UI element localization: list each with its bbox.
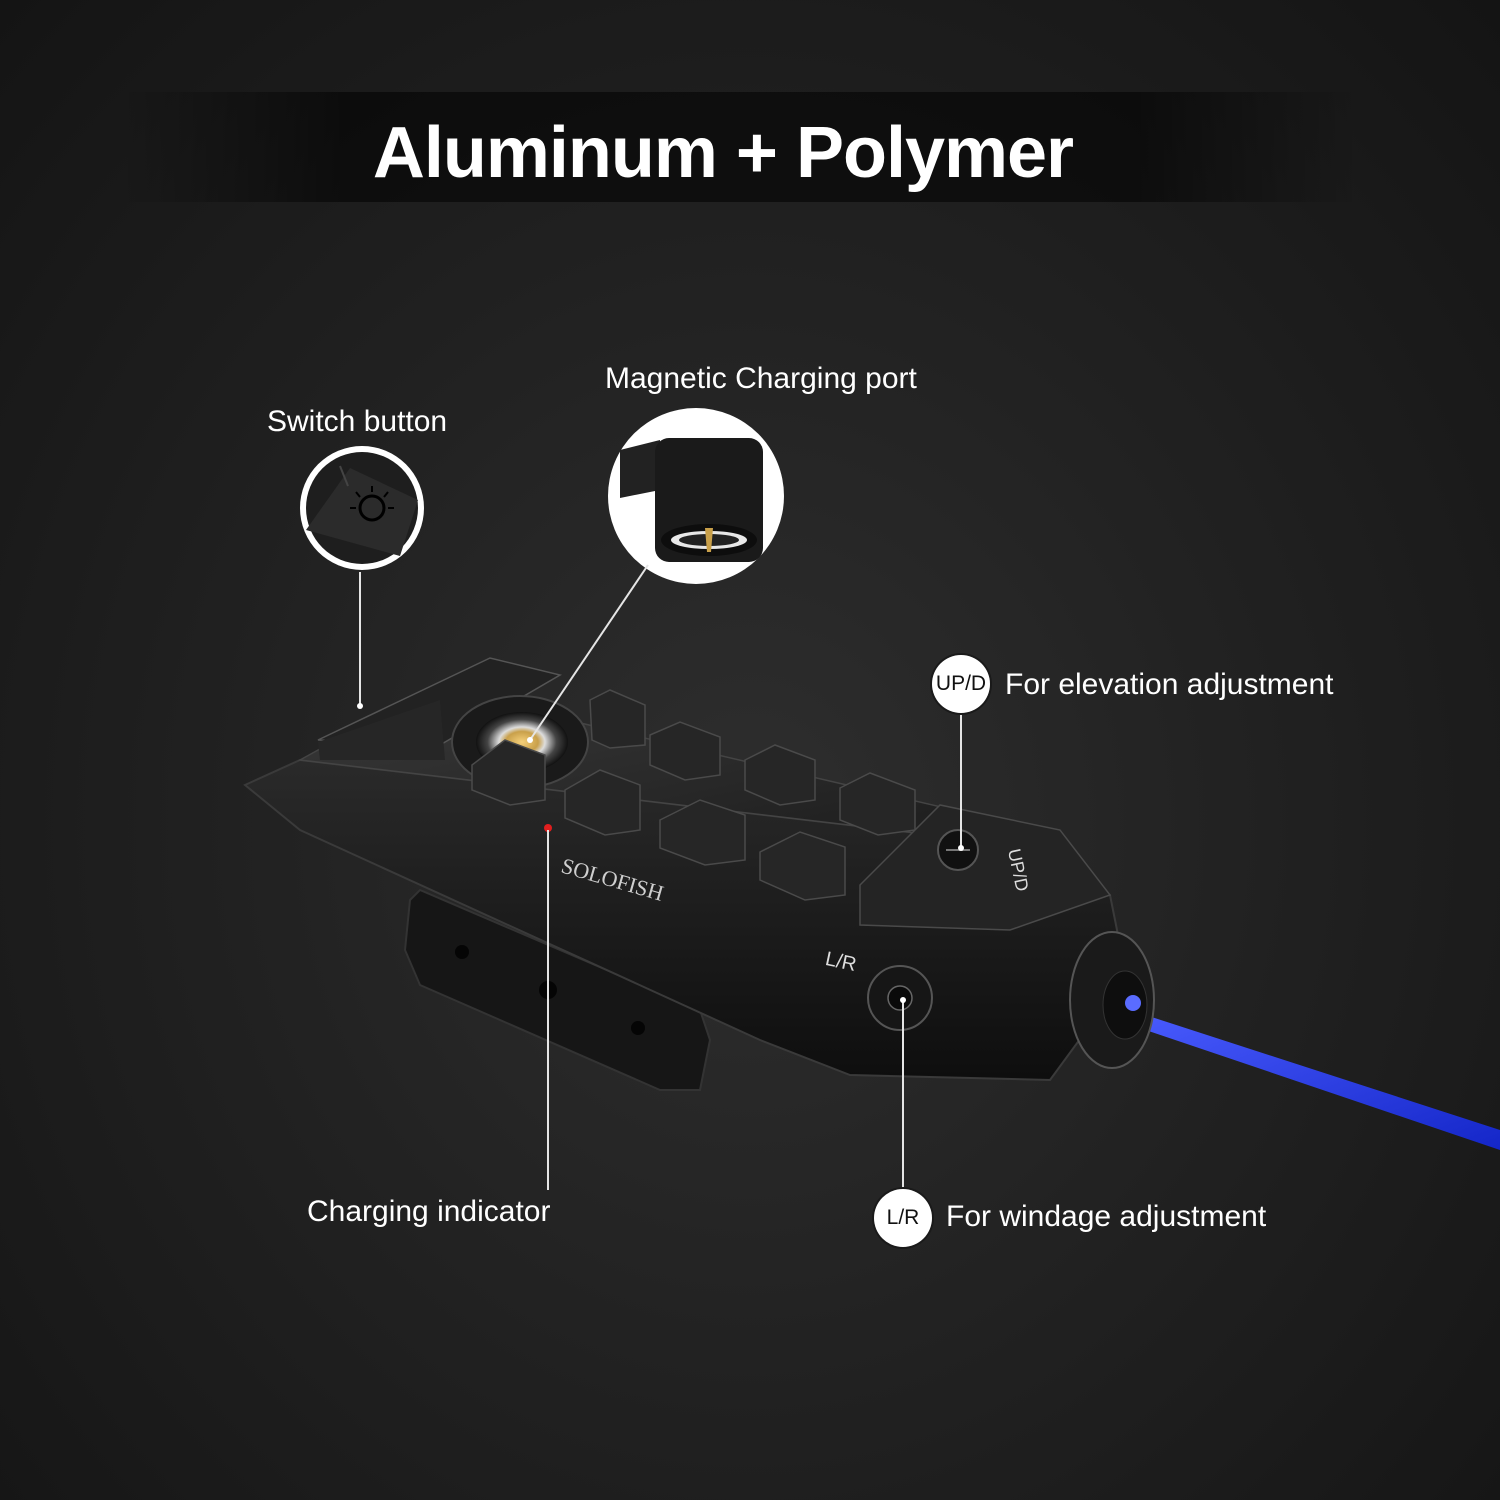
callout-switch-button: Switch button [267,405,448,438]
callout-magnetic-port: Magnetic Charging port [605,362,917,395]
leader-port [529,564,649,741]
magnetic-port-inset [608,408,784,584]
front-block [859,804,1112,931]
switch-button-inset [300,446,424,570]
page-title: Aluminum + Polymer [372,113,1074,193]
mount-plate [403,888,712,1091]
laser-beam [1128,1010,1500,1150]
rail-lugs [471,689,916,901]
title-band [120,92,1360,202]
charging-indicator-dot [544,824,552,832]
callout-elevation: For elevation adjustment [1005,668,1334,701]
callout-charging-indicator: Charging indicator [307,1195,551,1228]
badge-left-right: L/R [874,1189,932,1247]
callout-windage: For windage adjustment [946,1200,1267,1233]
laser-aperture [1125,995,1141,1011]
badge-up-down: UP/D [932,655,990,713]
switch-area [318,700,445,760]
